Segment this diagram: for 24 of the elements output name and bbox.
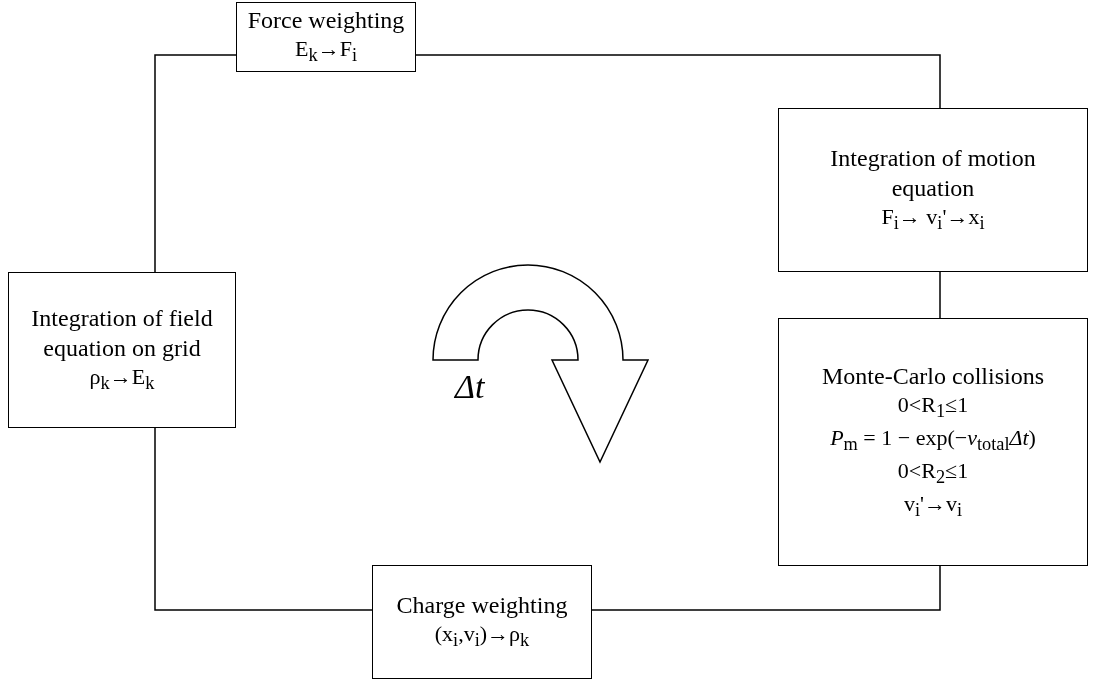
formula: E$_{k}$→F$_{i}$ — [295, 35, 357, 68]
step-title: Monte-Carlo collisions — [822, 361, 1044, 391]
formula: F$_{i}$→ v$_{i}$'→x$_{i}$ — [881, 203, 985, 236]
connector-line — [415, 54, 941, 109]
process-box — [8, 272, 236, 428]
connector-line — [939, 271, 941, 319]
formula: 0<R$_{2}$≤1 — [897, 457, 969, 490]
formula: v$_{i}$'→v$_{i}$ — [903, 490, 963, 523]
formula: 0<R$_{1}$≤1 — [897, 390, 969, 423]
step-title: Charge weighting — [396, 591, 568, 621]
process-box — [778, 108, 1088, 272]
formula: ρ$_{k}$→E$_{k}$ — [89, 363, 155, 396]
step-title: Integration of field equation on grid — [30, 304, 214, 364]
connector-line — [154, 54, 237, 273]
formula: P$_{m}$ = 1 − exp(−ν$_{total}$Δt) — [830, 423, 1036, 457]
connector-line — [591, 565, 941, 611]
process-box — [372, 565, 592, 679]
process-box — [236, 2, 416, 72]
connector-line — [154, 427, 373, 611]
time-step-label: Δt — [455, 368, 485, 406]
formula: (x$_{i}$,v$_{i}$)→ρ$_{k}$ — [434, 620, 530, 653]
step-title: Integration of motion equation — [829, 144, 1037, 204]
step-title: Force weighting — [247, 6, 405, 36]
process-box — [778, 318, 1088, 566]
